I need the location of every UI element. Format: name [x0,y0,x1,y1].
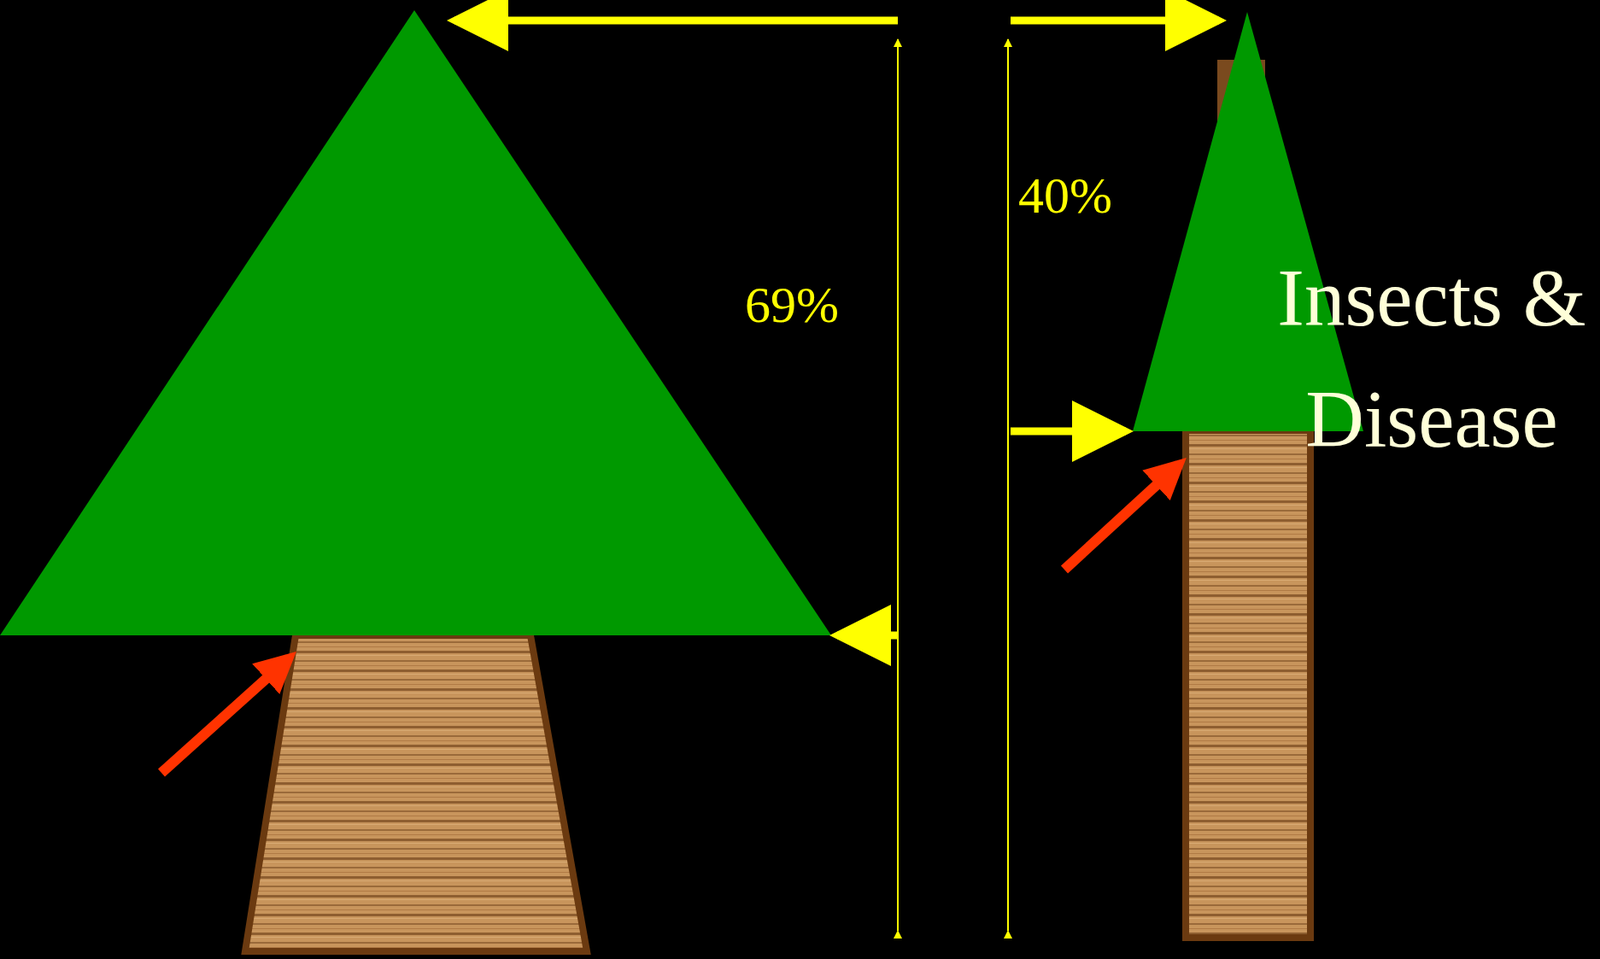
trunk [1185,430,1311,938]
crown-base-arrow [1010,427,1126,436]
crown [1132,11,1364,432]
note-text: Insects & Disease [1269,237,1595,481]
trunk [245,635,587,952]
height-line [896,39,899,932]
red-arrow [161,658,289,774]
width-arrow [1010,17,1220,25]
crown-base-arrow [837,632,898,640]
height-line [1007,39,1009,932]
percent-label: 40% [1018,165,1113,226]
red-arrow [1064,464,1179,570]
percent-label: 69% [744,275,839,335]
crown [0,10,832,636]
width-arrow [454,17,898,25]
